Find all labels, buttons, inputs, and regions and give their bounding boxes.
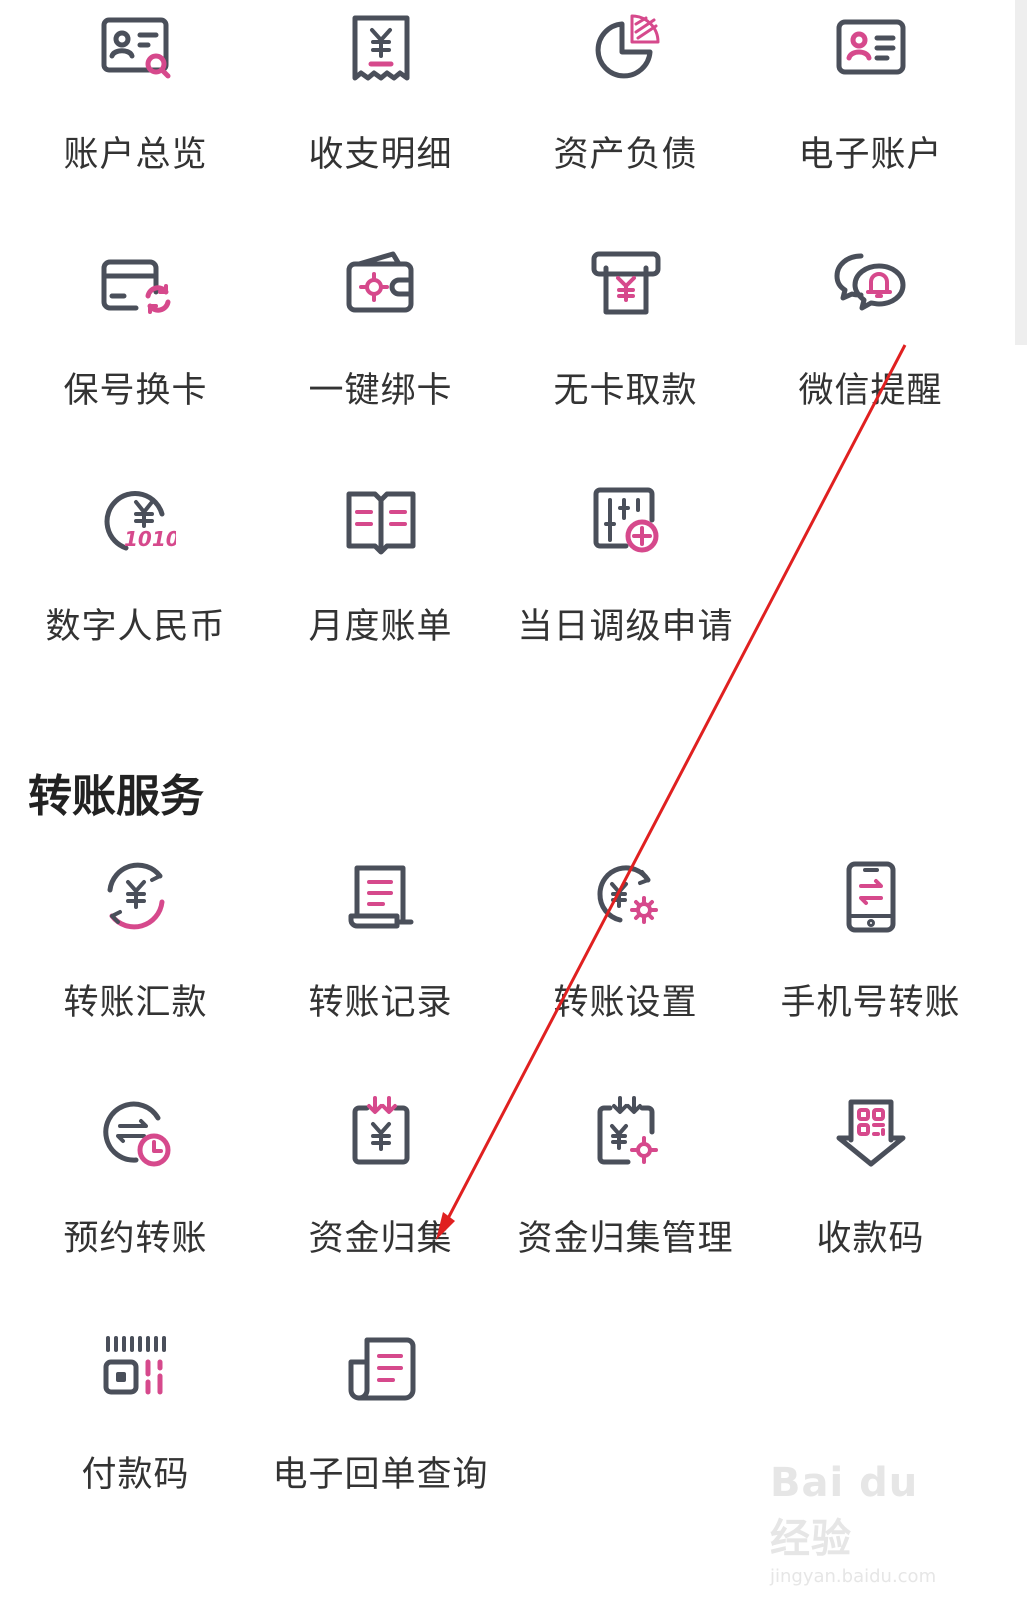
monthly-bill-icon: [341, 480, 421, 560]
transfer-receive-qr-tile[interactable]: 收款码: [748, 1084, 993, 1320]
tile-label: 无卡取款: [553, 371, 698, 411]
tile-label: 一键绑卡: [308, 371, 453, 411]
transfer-e-receipt-query-tile[interactable]: 电子回单查询: [258, 1320, 503, 1556]
tile-label: 手机号转账: [780, 983, 961, 1023]
level-adjust-icon: [586, 480, 666, 560]
tile-label: 数字人民币: [45, 607, 226, 647]
transfer-transfer-remit-tile[interactable]: 转账汇款: [13, 848, 258, 1084]
transfer-settings-icon: [586, 856, 666, 936]
scrollbar[interactable]: [1015, 0, 1027, 345]
transfer-record-icon: [341, 856, 421, 936]
tile-label: 资金归集管理: [517, 1219, 734, 1259]
e-receipt-query-icon: [341, 1328, 421, 1408]
tile-label: 转账记录: [308, 983, 453, 1023]
watermark-url: jingyan.baidu.com: [770, 1566, 937, 1587]
account-wallet-bind-tile[interactable]: 一键绑卡: [258, 236, 503, 472]
account-cardless-withdraw-tile[interactable]: 无卡取款: [503, 236, 748, 472]
transfer-remit-icon: [96, 856, 176, 936]
receipt-detail-icon: [341, 8, 421, 88]
tile-label: 电子账户: [798, 135, 943, 175]
svg-text:1010: 1010: [124, 527, 176, 551]
fund-collect-manage-icon: [586, 1092, 666, 1172]
transfer-pay-code-tile[interactable]: 付款码: [13, 1320, 258, 1556]
tile-label: 资产负债: [553, 135, 698, 175]
transfer-scheduled-transfer-tile[interactable]: 预约转账: [13, 1084, 258, 1320]
account-pie-chart-tile[interactable]: 资产负债: [503, 0, 748, 236]
tile-label: 当日调级申请: [517, 607, 734, 647]
cardless-withdraw-icon: [586, 244, 666, 324]
digital-rmb-icon: 1010: [96, 480, 176, 560]
transfer-services-section: 转账汇款 转账记录 转账设置 手机号转账预约转账 资金归集 资金归集管理 收款码付款码 电子回…: [0, 848, 1000, 1556]
account-receipt-detail-tile[interactable]: 收支明细: [258, 0, 503, 236]
account-id-card-tile[interactable]: 电子账户: [748, 0, 993, 236]
tile-label: 月度账单: [308, 607, 453, 647]
tile-label: 转账汇款: [63, 983, 208, 1023]
account-wechat-bell-tile[interactable]: 微信提醒: [748, 236, 993, 472]
transfer-transfer-record-tile[interactable]: 转账记录: [258, 848, 503, 1084]
transfer-fund-collect-manage-tile[interactable]: 资金归集管理: [503, 1084, 748, 1320]
account-level-adjust-tile[interactable]: 当日调级申请: [503, 472, 748, 708]
wallet-bind-icon: [341, 244, 421, 324]
transfer-fund-collect-tile[interactable]: 资金归集: [258, 1084, 503, 1320]
tile-label: 账户总览: [63, 135, 208, 175]
receive-qr-icon: [831, 1092, 911, 1172]
tile-label: 保号换卡: [63, 371, 208, 411]
transfer-transfer-settings-tile[interactable]: 转账设置: [503, 848, 748, 1084]
tile-label: 电子回单查询: [272, 1455, 489, 1495]
tile-label: 收款码: [816, 1219, 925, 1259]
card-swap-icon: [96, 244, 176, 324]
account-card-swap-tile[interactable]: 保号换卡: [13, 236, 258, 472]
transfer-services-grid: 转账汇款 转账记录 转账设置 手机号转账预约转账 资金归集 资金归集管理 收款码付款码 电子回…: [0, 848, 1000, 1556]
account-monthly-bill-tile[interactable]: 月度账单: [258, 472, 503, 708]
transfer-phone-transfer-tile[interactable]: 手机号转账: [748, 848, 993, 1084]
account-digital-rmb-tile[interactable]: 1010 数字人民币: [13, 472, 258, 708]
fund-collect-icon: [341, 1092, 421, 1172]
wechat-bell-icon: [831, 244, 911, 324]
tile-label: 转账设置: [553, 983, 698, 1023]
account-services-section: 账户总览 收支明细 资产负债 电子账户保号换卡 一键绑卡 无卡取款 微信提醒 1010 数字人民…: [0, 0, 1000, 708]
tile-label: 预约转账: [63, 1219, 208, 1259]
transfer-section-title: 转账服务: [28, 771, 204, 822]
account-overview-icon: [96, 8, 176, 88]
tile-label: 付款码: [81, 1455, 190, 1495]
pie-chart-icon: [586, 8, 666, 88]
account-account-overview-tile[interactable]: 账户总览: [13, 0, 258, 236]
tile-label: 微信提醒: [798, 371, 943, 411]
phone-transfer-icon: [831, 856, 911, 936]
tile-label: 资金归集: [308, 1219, 453, 1259]
account-services-grid: 账户总览 收支明细 资产负债 电子账户保号换卡 一键绑卡 无卡取款 微信提醒 1010 数字人民…: [0, 0, 1000, 708]
tile-label: 收支明细: [308, 135, 453, 175]
id-card-icon: [831, 8, 911, 88]
pay-code-icon: [96, 1328, 176, 1408]
scheduled-transfer-icon: [96, 1092, 176, 1172]
